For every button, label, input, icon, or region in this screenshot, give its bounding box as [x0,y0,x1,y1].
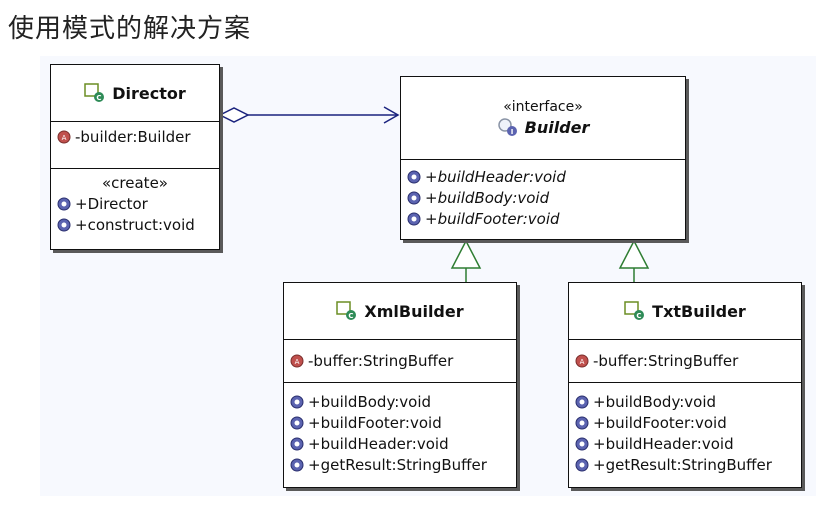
operation-row[interactable]: +construct:void [57,214,213,235]
operation-row[interactable]: +buildHeader:void [575,433,795,454]
svg-text:C: C [637,312,642,320]
builder-header: «interface» I Builder [401,77,685,160]
builder-interface[interactable]: «interface» I Builder +buildHeader:void … [400,76,686,240]
interface-icon: I [497,117,519,137]
public-operation-icon [407,212,421,226]
xml-builder-name: XmlBuilder [364,301,464,321]
operation-text: +buildHeader:void [425,167,566,186]
attribute-text: -builder:Builder [75,127,191,146]
operation-row[interactable]: +buildHeader:void [290,433,510,454]
builder-name: Builder [524,117,590,137]
class-icon: C [84,83,106,103]
xml-builder-header: C XmlBuilder [284,283,516,340]
operation-text: +buildFooter:void [308,413,442,432]
public-operation-icon [575,416,589,430]
operation-row[interactable]: +buildBody:void [575,391,795,412]
operation-text: +buildBody:void [593,392,717,411]
txt-builder-operations: +buildBody:void +buildFooter:void +build… [569,383,801,479]
public-operation-icon [57,197,71,211]
xml-inherit-connector[interactable] [450,239,482,282]
director-name: Director [112,83,186,103]
operation-text: +buildFooter:void [425,209,560,228]
public-operation-icon [575,395,589,409]
operation-row[interactable]: +buildHeader:void [407,166,679,187]
xml-builder-operations: +buildBody:void +buildFooter:void +build… [284,383,516,479]
txt-builder-class[interactable]: C TxtBuilder A -buffer:StringBuffer +bui… [568,282,802,488]
operation-row[interactable]: +getResult:StringBuffer [290,454,510,475]
attribute-text: -buffer:StringBuffer [308,352,454,370]
xml-builder-class[interactable]: C XmlBuilder A -buffer:StringBuffer +bui… [283,282,517,488]
txt-builder-header: C TxtBuilder [569,283,801,340]
svg-text:C: C [349,312,354,320]
director-attributes: A -builder:Builder [51,122,219,169]
operation-row[interactable]: +buildBody:void [290,391,510,412]
svg-text:I: I [510,128,513,136]
class-icon: C [624,301,646,321]
create-stereotype: «create» [102,174,168,192]
public-operation-icon [290,395,304,409]
director-operations: «create» +Director +construct:void [51,169,219,239]
operation-text: +buildHeader:void [593,434,734,453]
operation-row[interactable]: +buildFooter:void [290,412,510,433]
class-icon: C [336,301,358,321]
txt-builder-attributes: A -buffer:StringBuffer [569,340,801,383]
aggregation-connector[interactable] [218,106,400,124]
svg-text:A: A [295,358,300,366]
public-operation-icon [290,437,304,451]
public-operation-icon [407,191,421,205]
operation-row[interactable]: +buildFooter:void [407,208,679,229]
operation-text: +getResult:StringBuffer [308,455,487,474]
operation-text: +construct:void [75,215,195,234]
operation-text: +buildFooter:void [593,413,727,432]
operation-text: +getResult:StringBuffer [593,455,772,474]
public-operation-icon [290,416,304,430]
txt-inherit-triangle [618,239,650,269]
operation-row[interactable]: +getResult:StringBuffer [575,454,795,475]
public-operation-icon [290,458,304,472]
operation-row[interactable]: +buildBody:void [407,187,679,208]
interface-stereotype: «interface» [503,99,583,115]
operation-text: +buildHeader:void [308,434,449,453]
svg-text:C: C [97,94,102,102]
attribute-row[interactable]: A -buffer:StringBuffer [290,351,453,372]
svg-text:A: A [580,358,585,366]
private-attribute-icon: A [575,354,589,368]
operation-text: +buildBody:void [308,392,432,411]
director-class[interactable]: C Director A -builder:Builder «create» +… [50,64,220,250]
attribute-row[interactable]: A -buffer:StringBuffer [575,351,738,372]
builder-operations: +buildHeader:void +buildBody:void +build… [401,160,685,233]
public-operation-icon [57,218,71,232]
aggregation-arrowhead [383,106,400,124]
attribute-text: -buffer:StringBuffer [593,352,739,370]
attribute-row[interactable]: A -builder:Builder [57,126,213,147]
operation-text: +buildBody:void [425,188,550,207]
page-title: 使用模式的解决方案 [8,14,252,44]
operation-row[interactable]: +Director [57,193,213,214]
public-operation-icon [575,458,589,472]
public-operation-icon [575,437,589,451]
public-operation-icon [407,170,421,184]
aggregation-diamond [218,107,250,123]
operation-text: +Director [75,194,148,213]
txt-builder-name: TxtBuilder [652,301,746,321]
private-attribute-icon: A [57,130,71,144]
private-attribute-icon: A [290,354,304,368]
director-header: C Director [51,65,219,122]
xml-inherit-triangle [450,239,482,269]
svg-text:A: A [62,134,67,142]
txt-inherit-connector[interactable] [618,239,650,282]
xml-builder-attributes: A -buffer:StringBuffer [284,340,516,383]
operation-row[interactable]: +buildFooter:void [575,412,795,433]
